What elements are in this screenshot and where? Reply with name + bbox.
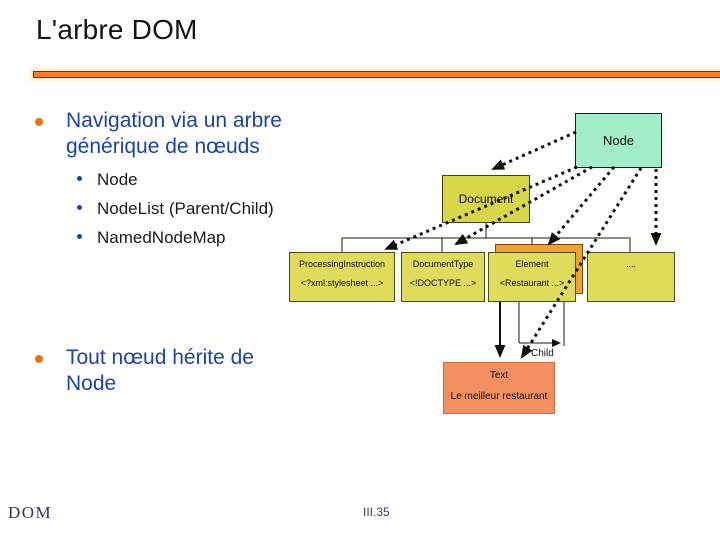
child-bracket — [518, 302, 565, 347]
subitem-label: Node — [97, 170, 138, 189]
diagram-text-box: Text Le meilleur restaurant — [443, 362, 555, 414]
box-value: Le meilleur restaurant — [450, 391, 548, 402]
title-divider — [33, 71, 720, 78]
page-title: L'arbre DOM — [36, 14, 198, 45]
bullet-1-text: Navigation via un arbre générique de nœu… — [66, 109, 282, 158]
box-value: <!DOCTYPE ...> — [409, 278, 477, 288]
subitem-label: NamedNodeMap — [97, 228, 226, 247]
sub-bullet-icon — [77, 233, 82, 239]
footer-course-label: DOM — [8, 503, 53, 522]
box-title: DocumentType — [412, 259, 474, 269]
node-box-label: Node — [602, 133, 635, 148]
list-item: Node — [77, 170, 138, 190]
diagram-processinginstruction-box: ProcessingInstruction <?xml:stylesheet .… — [289, 252, 395, 302]
diagram-document-box: Document — [442, 175, 530, 223]
bullet-2-text: Tout nœud hérite de Node — [66, 346, 254, 395]
box-value: <?xml:stylesheet ...> — [300, 278, 384, 288]
tree-connector-lines — [341, 223, 631, 252]
box-title: Element — [515, 259, 549, 269]
box-title: Text — [489, 370, 509, 381]
child-arrow-label: Child — [531, 348, 554, 359]
sub-bullet-icon — [77, 175, 82, 181]
box-value: <Restaurant ...> — [499, 278, 565, 288]
diagram-more-box: .... — [587, 252, 675, 302]
footer-page-number: III.35 — [363, 505, 390, 519]
diagram-documenttype-box: DocumentType <!DOCTYPE ...> — [401, 252, 485, 302]
sub-bullet-icon — [77, 204, 82, 210]
box-title: ProcessingInstruction — [298, 259, 386, 269]
list-item: NodeList (Parent/Child) — [77, 199, 274, 219]
subitem-label: NodeList (Parent/Child) — [97, 199, 274, 218]
bullet-icon — [35, 118, 43, 126]
diagram-node-box: Node — [575, 113, 662, 168]
list-item: NamedNodeMap — [77, 228, 226, 248]
diagram-element-box: Element <Restaurant ...> — [488, 252, 576, 302]
box-title: .... — [625, 259, 636, 269]
document-box-label: Document — [458, 192, 514, 206]
bullet-icon — [35, 355, 43, 363]
